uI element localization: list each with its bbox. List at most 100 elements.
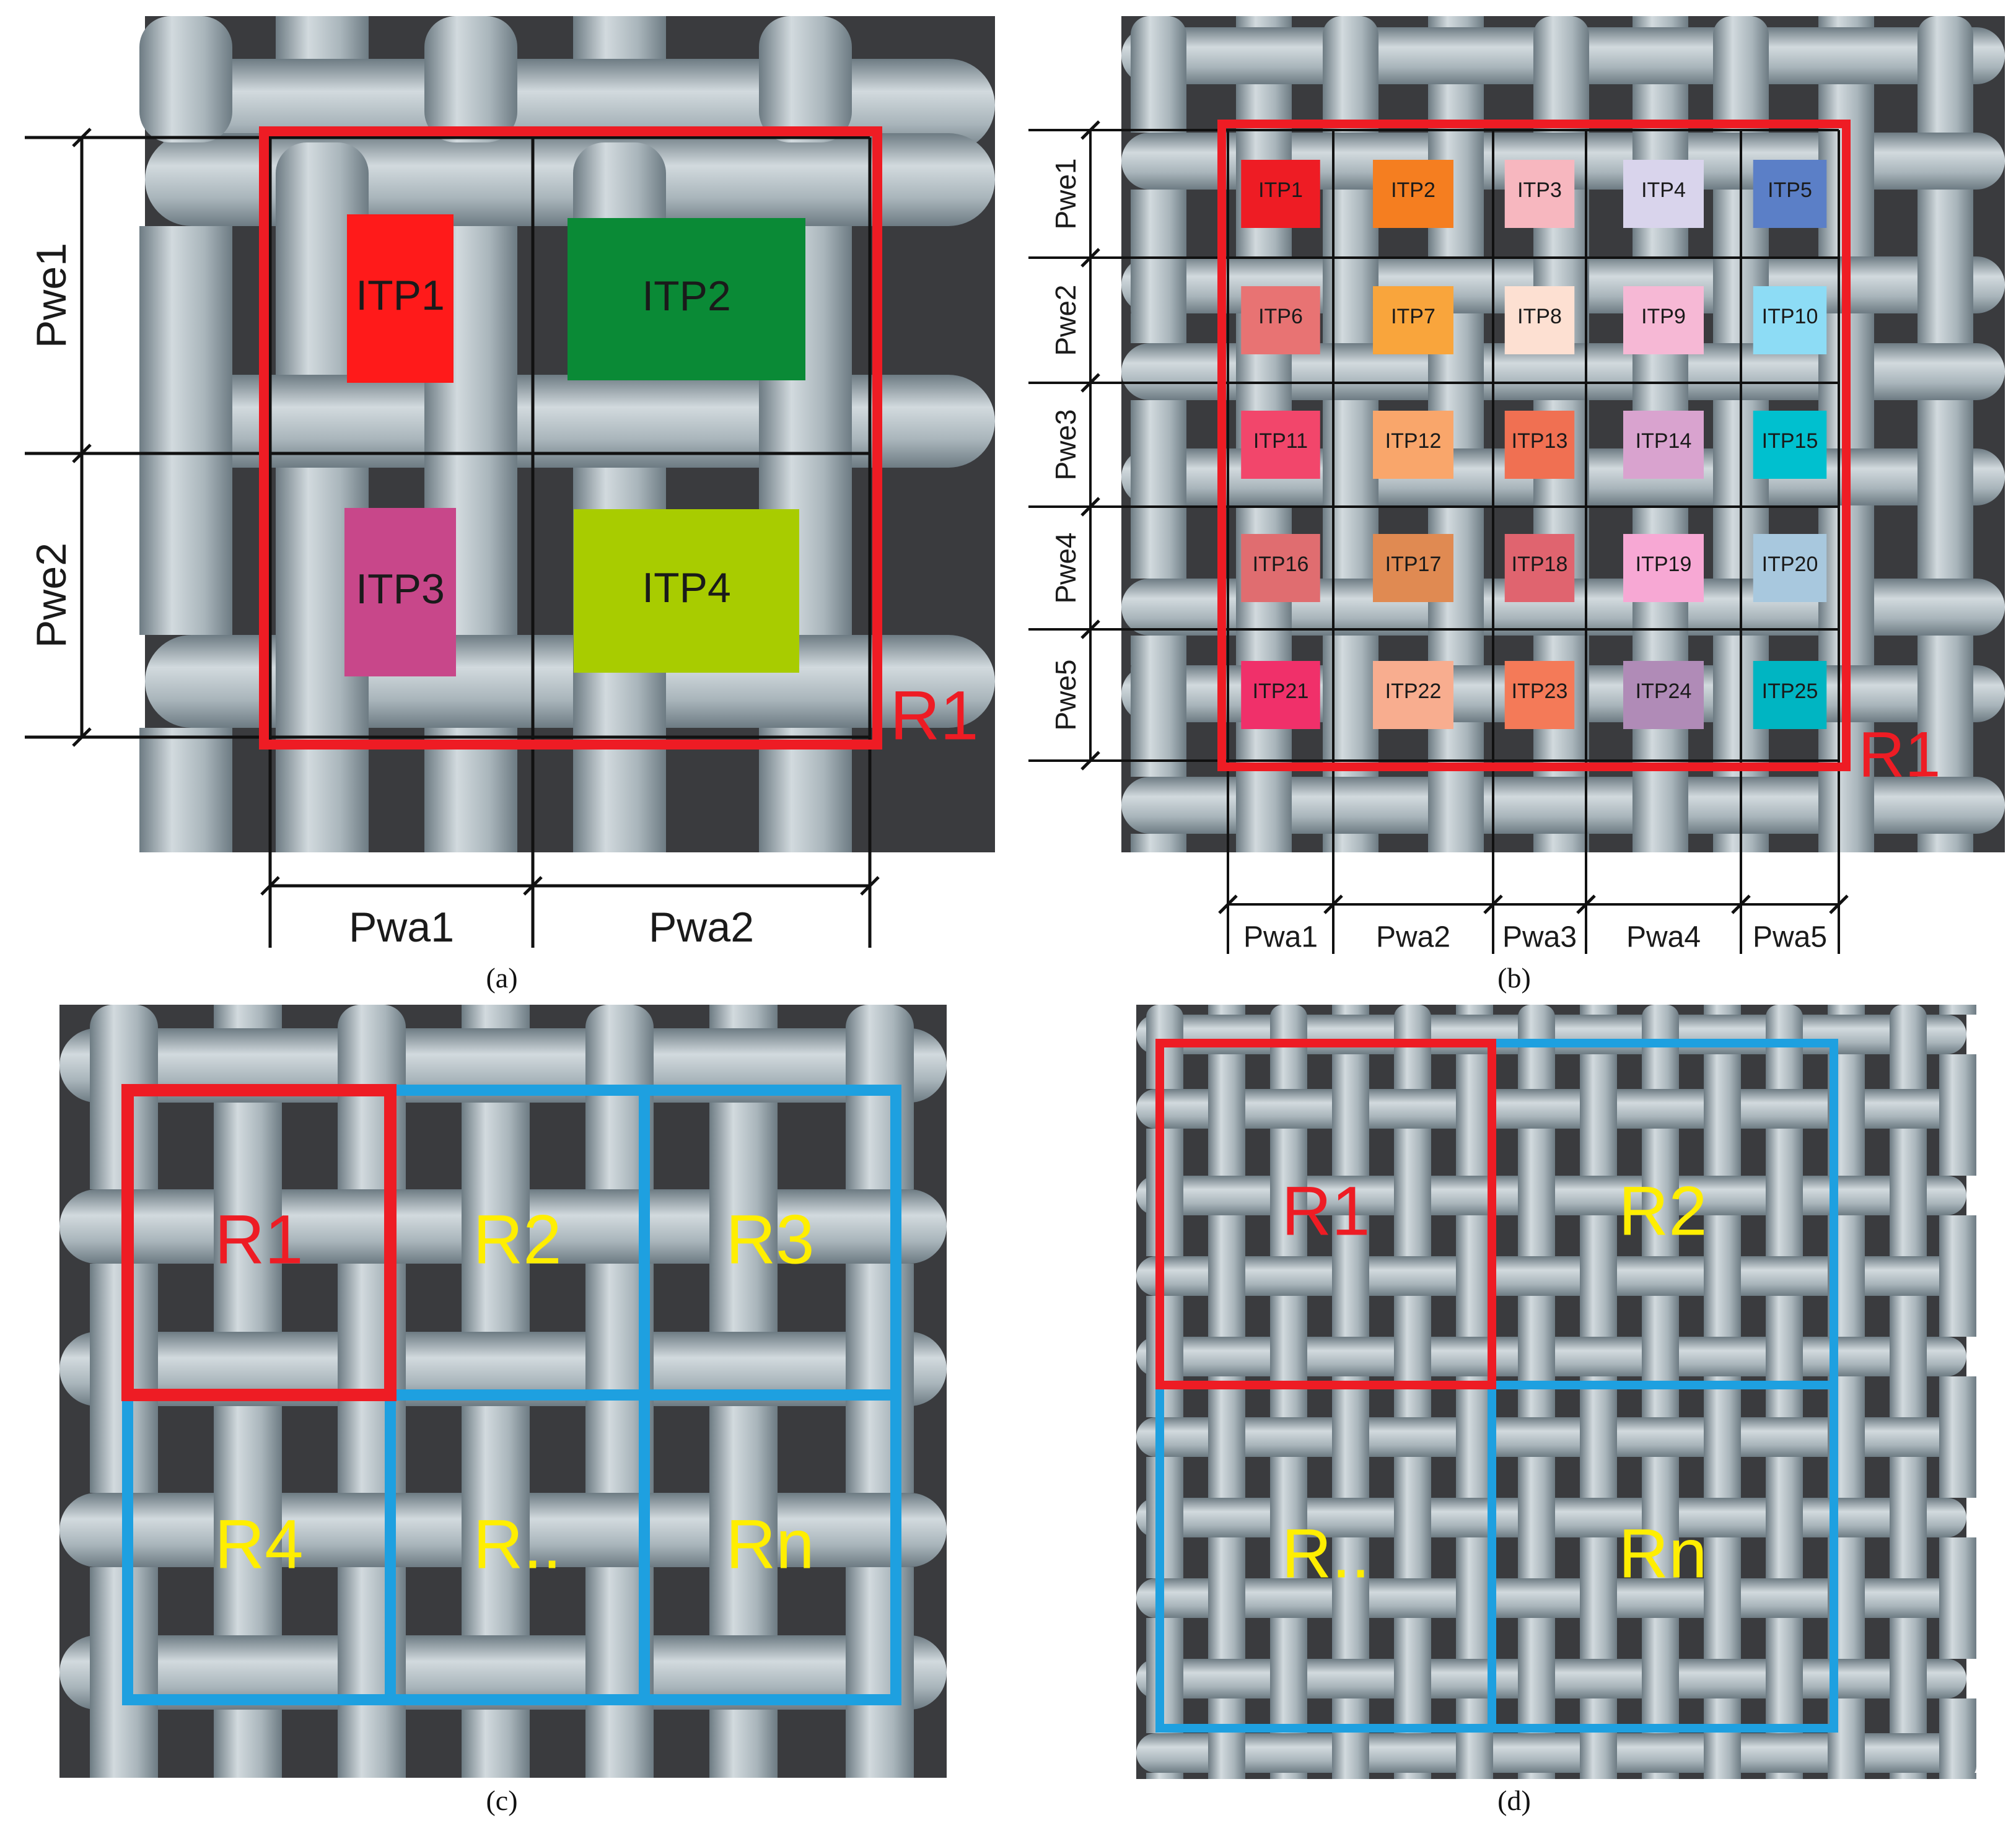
repeat-label-4: R4 xyxy=(214,1506,303,1583)
itp-label-25: ITP25 xyxy=(1762,680,1818,703)
warp-yarn xyxy=(1704,1215,1741,1256)
itp-label-5: ITP5 xyxy=(1768,178,1812,202)
warp-yarn xyxy=(1580,1129,1617,1176)
warp-yarn xyxy=(1394,1129,1431,1176)
itp-label-13: ITP13 xyxy=(1512,429,1568,453)
dimension-tick xyxy=(1080,120,1100,140)
repeat-r1-box xyxy=(1155,1039,1496,1389)
warp-yarn xyxy=(1270,1618,1307,1659)
dimension-tick xyxy=(860,876,880,896)
itp-patch-22 xyxy=(1373,661,1453,729)
itp-label-22: ITP22 xyxy=(1385,680,1442,703)
itp-patch-2 xyxy=(1373,160,1453,228)
warp-yarn xyxy=(709,1264,778,1332)
repeat-label-2: R2 xyxy=(1618,1173,1707,1250)
warp-yarn xyxy=(1146,1773,1183,1779)
itp-patch-3 xyxy=(344,508,456,676)
itp-patch-25 xyxy=(1753,661,1827,729)
warp-dimension-label-1: Pwa1 xyxy=(349,904,454,951)
dimension-tick xyxy=(1218,894,1238,914)
warp-yarn xyxy=(1642,1457,1679,1498)
weft-yarn xyxy=(59,1332,947,1406)
warp-yarn xyxy=(1131,84,1186,133)
warp-yarn xyxy=(462,1103,530,1189)
warp-yarn xyxy=(1580,1296,1617,1337)
warp-yarn xyxy=(1332,1773,1369,1779)
warp-yarn xyxy=(1890,1537,1927,1578)
dimension-tick xyxy=(1080,497,1100,517)
warp-yarn xyxy=(1131,834,1186,852)
warp-yarn xyxy=(709,1103,778,1189)
itp-patch-17 xyxy=(1373,534,1453,602)
warp-yarn xyxy=(1456,1537,1493,1578)
warp-yarn xyxy=(1208,1054,1245,1089)
warp-yarn xyxy=(1456,1054,1493,1089)
warp-yarn xyxy=(1270,1215,1307,1256)
woven-fabric xyxy=(1136,1005,1976,1779)
warp-yarn xyxy=(1518,1537,1555,1578)
warp-yarn xyxy=(1428,636,1484,665)
dimension-tick xyxy=(72,444,92,463)
itp-patch-9 xyxy=(1623,286,1704,354)
weft-yarn xyxy=(145,635,995,728)
warp-yarn xyxy=(1518,1129,1555,1176)
warp-yarn xyxy=(1642,1054,1679,1089)
warp-yarn xyxy=(1456,1618,1493,1659)
warp-yarn xyxy=(1890,1773,1927,1779)
itp-label-24: ITP24 xyxy=(1636,680,1692,703)
warp-yarn xyxy=(1917,505,1973,579)
warp-yarn xyxy=(1131,505,1186,579)
warp-yarn xyxy=(1642,1296,1679,1337)
itp-label-2: ITP2 xyxy=(642,273,731,320)
warp-yarn xyxy=(1828,1005,1865,1015)
warp-yarn xyxy=(1518,1054,1555,1089)
weft-yarn xyxy=(59,1635,947,1710)
dimension-tick xyxy=(1483,894,1503,914)
repeat-r1-box xyxy=(1217,120,1851,771)
warp-yarn xyxy=(214,1567,282,1635)
warp-yarn xyxy=(1131,636,1186,665)
warp-dimension-label-3: Pwa3 xyxy=(1502,921,1577,954)
warp-yarn xyxy=(1332,1296,1369,1337)
warp-yarn xyxy=(1939,1457,1976,1498)
weft-dimension-label-3: Pwe3 xyxy=(1050,409,1082,480)
itp-patch-15 xyxy=(1753,411,1827,479)
warp-yarn xyxy=(1917,834,1973,852)
weft-dimension-label-2: Pwe2 xyxy=(28,543,75,648)
warp-yarn xyxy=(709,1005,778,1028)
warp-yarn xyxy=(1456,1005,1493,1015)
warp-yarn xyxy=(1518,1215,1555,1256)
dimension-tick xyxy=(72,128,92,147)
warp-yarn xyxy=(1146,1537,1183,1578)
warp-yarn xyxy=(1208,1296,1245,1337)
itp-label-21: ITP21 xyxy=(1253,680,1309,703)
warp-yarn xyxy=(139,728,232,852)
warp-yarn xyxy=(846,1710,914,1778)
repeat-label-2: R2 xyxy=(473,1201,561,1279)
warp-yarn xyxy=(1208,1129,1245,1176)
itp-label-11: ITP11 xyxy=(1253,429,1308,453)
itp-patch-11 xyxy=(1241,411,1320,479)
itp-patch-8 xyxy=(1504,286,1575,354)
warp-yarn xyxy=(1580,1457,1617,1498)
warp-yarn xyxy=(1394,1054,1431,1089)
warp-dimension-label-4: Pwa4 xyxy=(1626,921,1701,954)
itp-patch-6 xyxy=(1241,286,1320,354)
warp-yarn xyxy=(1766,1618,1803,1659)
repeat-label-6: Rn xyxy=(725,1506,814,1583)
dimension-tick xyxy=(1080,248,1100,268)
warp-yarn xyxy=(1704,1296,1741,1337)
itp-patch-14 xyxy=(1623,411,1704,479)
warp-yarn xyxy=(214,1103,282,1189)
itp-label-3: ITP3 xyxy=(356,566,445,613)
warp-yarn xyxy=(1633,16,1688,27)
warp-yarn xyxy=(462,1264,530,1332)
weft-yarn xyxy=(145,133,995,226)
warp-yarn xyxy=(1323,190,1378,256)
dimension-tick xyxy=(1080,619,1100,639)
panel-a-caption: (a) xyxy=(486,962,518,994)
warp-yarn xyxy=(276,16,369,59)
warp-yarn xyxy=(1270,1129,1307,1176)
